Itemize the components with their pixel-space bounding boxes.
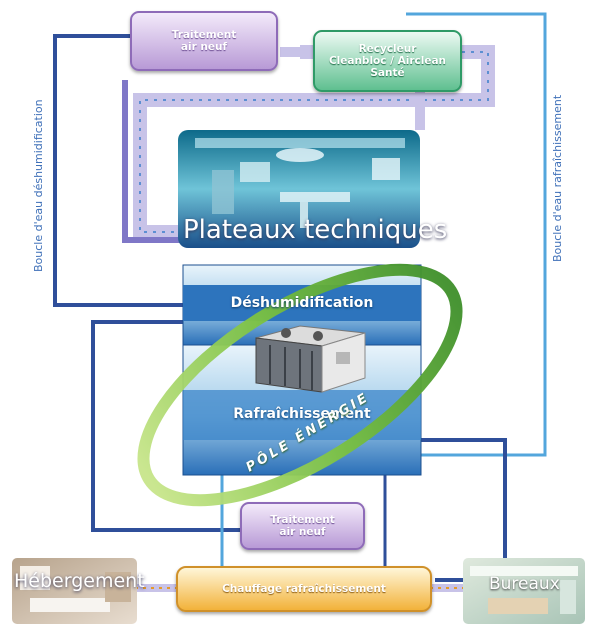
plateaux-techniques-label: Plateaux techniques: [183, 215, 448, 245]
recycleur-line1: Recycleur: [358, 43, 417, 55]
traitement-top-line2: air neuf: [180, 41, 228, 53]
air-duct-inner: [122, 80, 185, 243]
boucle-left-label: Boucle d'eau déshumidification: [32, 99, 45, 272]
pole-energie-ring: [137, 263, 463, 507]
traitement-bottom-line2: air neuf: [279, 526, 326, 538]
deshumidification-label: Déshumidification: [230, 295, 374, 311]
refresh-loop-pipe: [406, 12, 547, 457]
hospital-room-photo: [12, 558, 137, 624]
chauffage-rafraichissement-box: Chauffage rafraîchissement: [176, 566, 432, 612]
recycleur-box: Recycleur Cleanbloc / Airclean Santé: [313, 30, 462, 92]
traitement-air-neuf-bottom: Traitement air neuf: [240, 502, 365, 550]
hebergement-label: Hébergement: [14, 570, 145, 592]
dehumid-loop-pipe: [53, 34, 183, 307]
traitement-bottom-line1: Traitement: [270, 514, 335, 526]
office-photo: [463, 558, 585, 624]
bureaux-label: Bureaux: [489, 574, 560, 594]
boucle-right-label: Boucle d'eau rafraîchissement: [551, 94, 564, 262]
chiller-unit-icon: [255, 325, 366, 393]
rafraichissement-label: Rafraîchissement: [233, 406, 371, 422]
recycleur-line2: Cleanbloc / Airclean Santé: [328, 55, 447, 79]
traitement-air-neuf-top: Traitement air neuf: [130, 11, 278, 71]
operating-room-photo: [178, 130, 420, 248]
dehumid-return-pipe: [91, 320, 240, 532]
traitement-top-line1: Traitement: [171, 29, 237, 41]
